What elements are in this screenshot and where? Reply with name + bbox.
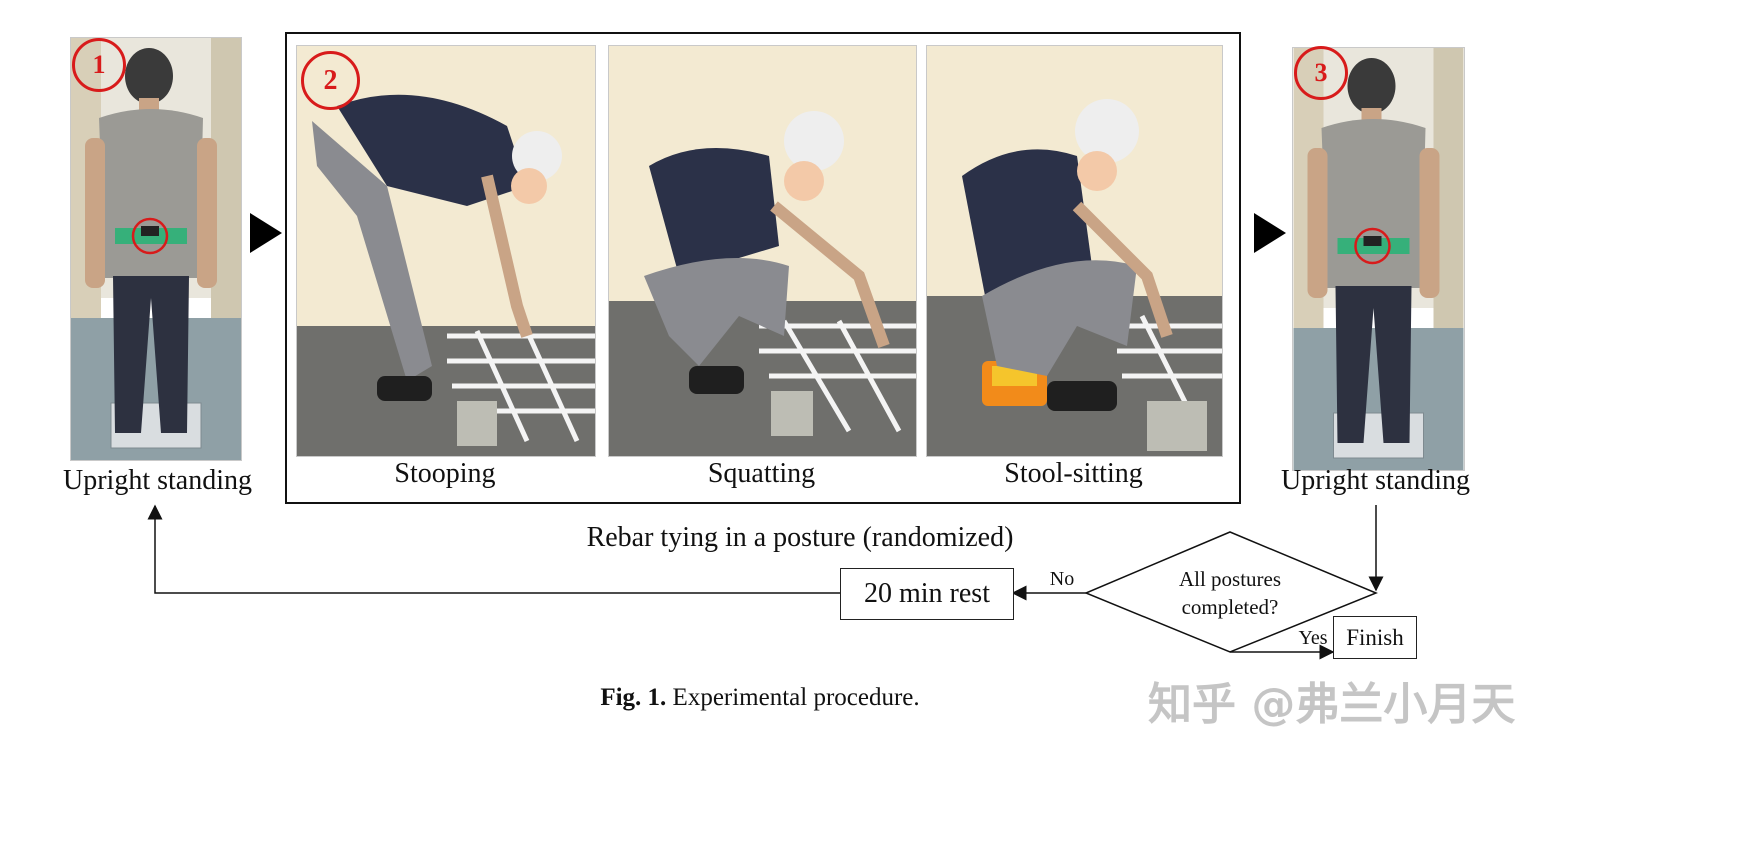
caption-stooping: Stooping xyxy=(394,458,496,489)
stooping-illustration xyxy=(297,46,595,456)
caption-upright-standing-after: Upright standing xyxy=(1281,465,1470,496)
caption-squatting: Squatting xyxy=(707,458,816,489)
step-number-1: 1 xyxy=(72,38,126,92)
step-number-3: 3 xyxy=(1294,46,1348,100)
no-label: No xyxy=(1049,568,1075,590)
photo-stool-sitting xyxy=(926,45,1223,457)
person-back-view-illustration xyxy=(71,38,241,460)
decision-line-1: All postures xyxy=(1178,567,1282,591)
caption-rebar-tying: Rebar tying in a posture (randomized) xyxy=(586,522,1014,553)
posture-panel-frame xyxy=(285,32,1241,504)
figure-caption: Fig. 1. Experimental procedure. xyxy=(480,684,1040,712)
figure-label: Fig. 1. xyxy=(600,684,667,711)
finish-box: Finish xyxy=(1333,616,1417,659)
figure-caption-text: Experimental procedure. xyxy=(672,684,920,711)
watermark: 知乎 @弗兰小月天 xyxy=(1148,679,1516,730)
caption-stool-sitting: Stool-sitting xyxy=(1004,458,1143,489)
stool-sitting-illustration xyxy=(927,46,1222,456)
arrow-right-icon xyxy=(250,213,282,253)
photo-squatting xyxy=(608,45,917,457)
step-number-2: 2 xyxy=(301,51,360,110)
rest-box: 20 min rest xyxy=(840,568,1014,620)
decision-text: All postures completed? xyxy=(1130,565,1330,621)
caption-upright-standing-before: Upright standing xyxy=(63,465,252,496)
photo-stooping xyxy=(296,45,596,457)
photo-upright-standing-before xyxy=(70,37,242,461)
arrow-right-icon xyxy=(1254,213,1286,253)
squatting-illustration xyxy=(609,46,916,456)
yes-label: Yes xyxy=(1298,627,1328,649)
decision-line-2: completed? xyxy=(1181,595,1279,619)
